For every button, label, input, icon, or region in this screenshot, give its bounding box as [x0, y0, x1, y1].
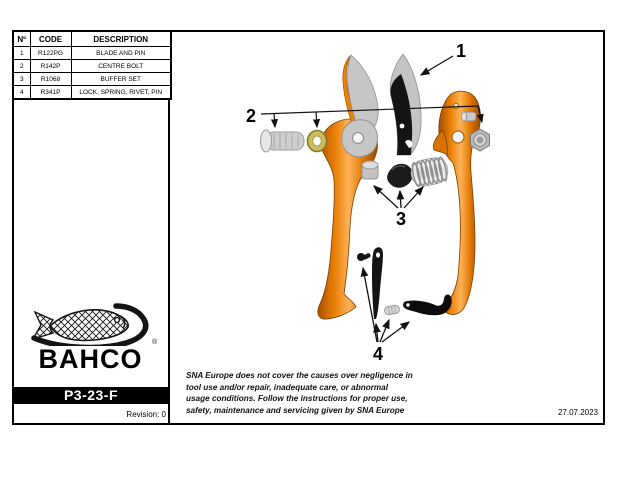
cutting-blade — [389, 53, 422, 156]
cell-no: 3 — [12, 72, 31, 86]
brass-washer — [306, 129, 328, 153]
handle-hole — [451, 130, 465, 144]
cell-code: R142P — [29, 59, 72, 73]
cell-code: R341P — [29, 85, 72, 100]
col-header-description: DESCRIPTION — [70, 30, 172, 47]
spring — [410, 156, 449, 188]
exploded-view-diagram: 1 2 3 4 — [246, 41, 490, 364]
cell-description: CENTRE BOLT — [70, 59, 172, 73]
cell-description: BUFFER SET — [70, 72, 172, 86]
disclaimer-line: safety, maintenance and servicing given … — [186, 405, 405, 415]
table-row: 1 R122PG BLADE AND PIN — [12, 46, 172, 60]
counter-blade — [341, 54, 379, 158]
table-row: 4 R341P LOCK, SPRING, RIVET, PIN — [12, 85, 172, 100]
callout-1-label: 1 — [456, 41, 466, 61]
parts-table-header-row: Nº CODE DESCRIPTION — [12, 30, 172, 47]
callout-3: 3 — [373, 185, 424, 229]
bolt-cap — [460, 111, 477, 122]
parts-table: Nº CODE DESCRIPTION 1 R122PG BLADE AND P… — [12, 30, 172, 100]
rubber-buffer — [387, 163, 413, 188]
page-border — [12, 30, 605, 425]
leaf-spring — [372, 247, 383, 319]
table-row: 3 R1068 BUFFER SET — [12, 72, 172, 86]
col-header-code: CODE — [29, 30, 72, 47]
bahco-fish-icon: ® — [31, 303, 158, 346]
cell-no: 1 — [12, 46, 31, 60]
date-label: 27.07.2023 — [557, 408, 598, 417]
cell-no: 4 — [12, 85, 31, 100]
bahco-logo-text: BAHCO — [38, 344, 143, 374]
disclaimer-line: tool use and/or repair, inadequate care,… — [186, 382, 389, 392]
centre-bolt — [260, 129, 305, 153]
cell-no: 2 — [12, 59, 31, 73]
column-divider — [168, 30, 170, 425]
callout-4: 4 — [360, 266, 411, 364]
cell-code: R122PG — [29, 46, 72, 60]
table-row: 2 R142P CENTRE BOLT — [12, 59, 172, 73]
callout-3-label: 3 — [396, 209, 406, 229]
cell-code: R1068 — [29, 72, 72, 86]
lock-screw — [357, 253, 371, 261]
callout-2: 2 — [246, 105, 484, 129]
callout-2-label: 2 — [246, 106, 256, 126]
hex-nut — [470, 128, 490, 152]
col-header-no: Nº — [12, 30, 31, 47]
right-handle — [432, 90, 481, 315]
revision-label: Revision: 0 — [126, 410, 166, 419]
rivet — [384, 305, 400, 315]
disclaimer-text: SNA Europe does not cover the causes ove… — [186, 370, 426, 416]
lock-hook — [403, 294, 452, 316]
buffer-cap — [361, 160, 379, 180]
model-number-bar: P3-23-F — [12, 387, 170, 404]
disclaimer-line: usage conditions. Follow the instruction… — [186, 394, 408, 403]
disclaimer-line: SNA Europe does not cover the causes ove… — [186, 371, 413, 380]
cell-description: LOCK, SPRING, RIVET, PIN — [70, 85, 172, 100]
callout-4-label: 4 — [373, 344, 383, 364]
pivot-hole — [351, 131, 365, 145]
callout-1: 1 — [419, 41, 466, 76]
cell-description: BLADE AND PIN — [70, 46, 172, 60]
registered-mark: ® — [152, 338, 158, 346]
